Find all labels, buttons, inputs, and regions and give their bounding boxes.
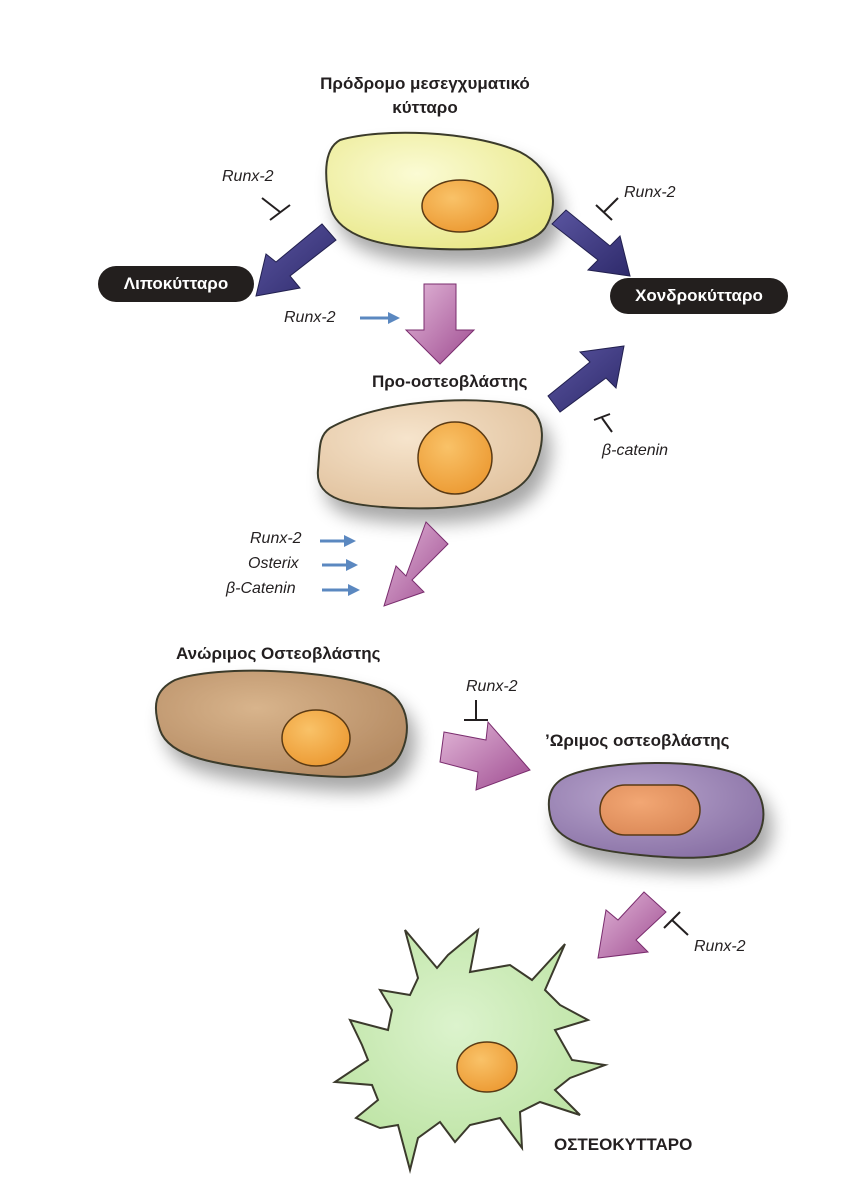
regulator-runx2-chondrocyte: Runx-2 [624, 184, 676, 201]
inhibition-symbol-osteocyte [663, 911, 689, 936]
osteocyte-label: ΟΣΤΕΟΚΥΤΤΑΡΟ [554, 1135, 693, 1154]
regulator-runx2-osteocyte: Runx-2 [694, 938, 746, 955]
pre-osteoblast-nucleus [417, 421, 493, 495]
immature-osteoblast-nucleus [281, 709, 351, 767]
arrow-mature-to-osteocyte [597, 891, 667, 959]
mature-osteoblast-label: ’Ωριμος οστεοβλάστης [545, 731, 730, 750]
immature-osteoblast-label: Ανώριμος Οστεοβλάστης [176, 644, 381, 663]
chondrocyte-badge: Χονδροκύτταρο [610, 278, 788, 314]
regulator-runx2-adipocyte: Runx-2 [222, 168, 274, 185]
inhibition-symbol-chondrocyte [595, 197, 619, 221]
regulator-runx2-immature: Runx-2 [250, 530, 302, 547]
regulator-osterix: Osterix [248, 555, 299, 572]
activator-arrow-osterix [322, 559, 358, 571]
regulator-runx2-pre: Runx-2 [284, 309, 336, 326]
inhibition-symbol-adipocyte [261, 197, 291, 221]
activator-arrow-beta-catenin [322, 584, 360, 596]
arrow-mesenchymal-to-pre [404, 283, 476, 365]
regulator-runx2-mature: Runx-2 [466, 678, 518, 695]
inhibition-symbol-mature [464, 700, 488, 721]
arrow-pre-to-chondrocyte [547, 345, 625, 413]
mesenchymal-nucleus [421, 179, 499, 233]
arrow-to-chondrocyte [551, 209, 631, 277]
osteocyte-nucleus [456, 1041, 518, 1093]
arrow-to-adipocyte [255, 223, 337, 297]
inhibition-symbol-beta-catenin [593, 413, 613, 433]
activator-arrow-runx2-immature [320, 535, 356, 547]
mature-osteoblast-nucleus [599, 784, 701, 836]
regulator-beta-catenin-chondrocyte: β-catenin [602, 442, 669, 459]
activator-arrow-runx2-pre [360, 312, 400, 324]
immature-osteoblast-cell [154, 669, 408, 778]
adipocyte-badge: Λιποκύτταρο [98, 266, 254, 302]
mesenchymal-cell-label: Πρόδρομο μεσεγχυματικό κύτταρο [320, 74, 530, 117]
arrow-immature-to-mature [439, 720, 531, 791]
pre-osteoblast-label: Προ-οστεοβλάστης [372, 372, 528, 391]
regulator-beta-catenin-immature: β-Catenin [226, 580, 296, 597]
arrow-pre-to-immature [383, 521, 449, 607]
